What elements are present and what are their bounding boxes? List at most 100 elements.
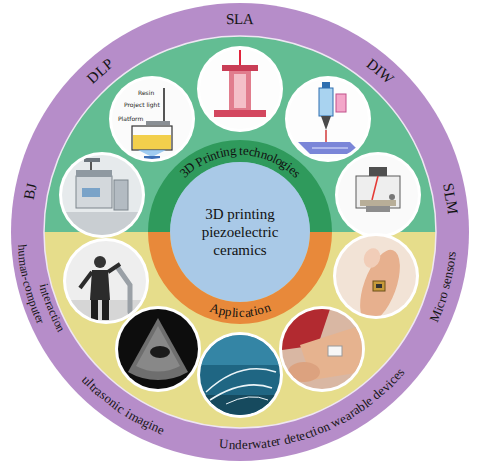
technology-label: DIW bbox=[362, 55, 396, 87]
chip-die bbox=[376, 284, 382, 288]
robot-arm bbox=[118, 268, 130, 312]
interaction-photo bbox=[66, 241, 146, 322]
glyph: w bbox=[251, 436, 262, 453]
column-core bbox=[234, 74, 246, 108]
vat bbox=[132, 126, 172, 150]
application-label: Micro sensors bbox=[427, 245, 461, 326]
finger bbox=[352, 245, 408, 327]
roller bbox=[389, 194, 395, 200]
scanner bbox=[369, 167, 387, 176]
photo-label: Resin bbox=[138, 90, 154, 96]
glyph: e bbox=[242, 437, 248, 453]
glyph bbox=[236, 143, 240, 159]
glyph: s bbox=[444, 250, 460, 257]
photo-background bbox=[66, 241, 146, 321]
underwater-photo bbox=[200, 335, 280, 415]
printer-body bbox=[76, 176, 112, 208]
photo-background bbox=[200, 49, 280, 129]
photo-background bbox=[288, 79, 368, 159]
second-syringe bbox=[336, 94, 346, 112]
glyph: g bbox=[229, 143, 237, 160]
ultrasound-photo bbox=[118, 309, 198, 389]
powder bbox=[360, 200, 396, 206]
center-circle: 3D printing piezoelectric ceramics bbox=[170, 162, 310, 302]
scan-speckle bbox=[136, 326, 180, 372]
photo-background bbox=[282, 309, 362, 389]
scan-fan bbox=[128, 318, 188, 380]
application-label: ultrasonic imagine bbox=[78, 371, 170, 439]
powder-bed bbox=[82, 188, 100, 197]
chamber bbox=[356, 176, 400, 208]
leg bbox=[91, 300, 98, 320]
application-label: human-computer interaction bbox=[13, 239, 69, 337]
photo-background bbox=[112, 79, 192, 159]
water-light bbox=[200, 335, 280, 365]
ring-title: 3D Printing technologies bbox=[175, 142, 305, 183]
wearable-patch bbox=[328, 346, 342, 356]
glyph: i bbox=[235, 305, 239, 321]
photo-frame bbox=[279, 306, 365, 392]
technology-label: SLM bbox=[438, 177, 462, 218]
fiber bbox=[226, 397, 268, 404]
photo-frame bbox=[109, 76, 195, 162]
glyph: S bbox=[225, 10, 234, 29]
glyph: L bbox=[234, 9, 243, 28]
print-head bbox=[84, 158, 100, 162]
sensor-chip bbox=[373, 281, 385, 291]
photo-background bbox=[118, 309, 198, 389]
laser bbox=[239, 50, 241, 65]
photo-background bbox=[200, 335, 280, 415]
ring-title: Application bbox=[205, 299, 275, 322]
center-title: 3D printing piezoelectric ceramics bbox=[185, 205, 295, 259]
leg bbox=[102, 300, 109, 320]
outer-ring bbox=[11, 3, 469, 461]
syringe bbox=[319, 88, 333, 116]
photo-label: Platform bbox=[118, 116, 143, 122]
body bbox=[90, 270, 110, 300]
head bbox=[94, 256, 106, 268]
application-label: Underwater detection wearable devices bbox=[215, 363, 409, 454]
projector bbox=[144, 156, 160, 162]
photo-frame bbox=[197, 332, 283, 418]
sla-photo bbox=[200, 49, 280, 129]
wearable-photo bbox=[282, 309, 362, 389]
photo-frame bbox=[115, 306, 201, 392]
control-unit bbox=[114, 180, 128, 210]
photo-background bbox=[338, 155, 418, 235]
glyph: d bbox=[235, 437, 242, 453]
laser bbox=[372, 176, 378, 200]
dlp-photo bbox=[112, 79, 192, 162]
photo-frame bbox=[197, 46, 283, 132]
printed-line bbox=[312, 148, 348, 149]
diw-photo bbox=[288, 79, 368, 159]
slm-photo bbox=[338, 155, 418, 235]
hand bbox=[288, 362, 320, 382]
filament bbox=[325, 130, 327, 142]
floor bbox=[62, 212, 142, 242]
base bbox=[214, 110, 266, 117]
binder-jetting-photo bbox=[62, 155, 142, 242]
micro-sensor-photo bbox=[336, 236, 416, 327]
platform bbox=[146, 121, 170, 125]
photo-frame bbox=[63, 238, 149, 324]
glyph: A bbox=[243, 9, 255, 28]
technology-label: BJ bbox=[20, 176, 43, 205]
top-slab bbox=[222, 65, 258, 71]
photo-frame bbox=[335, 152, 421, 238]
fingernail bbox=[361, 246, 383, 270]
fiber bbox=[206, 369, 276, 392]
resin bbox=[133, 135, 171, 150]
technology-label: SLA bbox=[220, 9, 260, 30]
piston bbox=[366, 206, 390, 212]
scan-cavity bbox=[150, 346, 170, 358]
platform-rod bbox=[163, 88, 165, 121]
nozzle bbox=[321, 116, 331, 130]
piston bbox=[322, 82, 330, 88]
center-disc bbox=[170, 162, 310, 302]
technology-label: DLP bbox=[83, 54, 118, 87]
light-beam bbox=[138, 150, 166, 157]
photo-label: Project light bbox=[124, 102, 160, 108]
column bbox=[229, 70, 251, 110]
arm bbox=[80, 272, 92, 288]
